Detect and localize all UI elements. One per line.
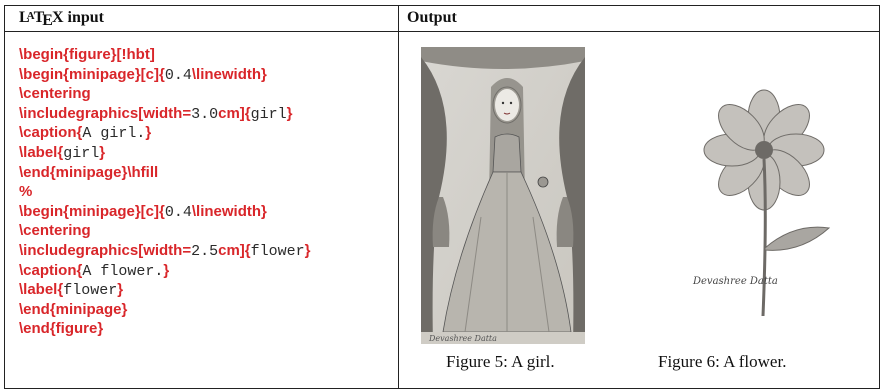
code-line: \end{minipage}\hfill [19, 163, 311, 183]
code-line: % [19, 182, 311, 202]
girl-signature: Devashree Datta [428, 334, 497, 343]
latex-code-block: \begin{figure}[!hbt] \begin{minipage}[c]{… [19, 45, 311, 339]
latex-logo: LATEX [19, 9, 64, 29]
latex-argument: 2.5 [191, 242, 219, 260]
code-line: \begin{minipage}[c]{0.4\linewidth} [19, 65, 311, 85]
latex-command: } [286, 104, 293, 122]
latex-command: \begin{minipage}[c]{ [19, 202, 165, 220]
code-line: \includegraphics[width=2.5cm]{flower} [19, 241, 311, 261]
latex-command: \end{figure} [19, 320, 104, 338]
latex-command: \linewidth} [191, 65, 267, 83]
latex-argument: A girl. [82, 125, 146, 143]
flower-drawing: Devashree Datta [689, 78, 839, 318]
code-line: \begin{figure}[!hbt] [19, 45, 311, 65]
code-line: \caption{A flower.} [19, 261, 311, 281]
latex-command: } [99, 143, 106, 161]
caption-girl: Figure 5: A girl. [446, 352, 555, 371]
latex-command: } [117, 281, 124, 299]
latex-command: % [19, 183, 33, 201]
column-divider [398, 6, 399, 388]
latex-command: \includegraphics[width= [19, 241, 192, 259]
latex-command: \includegraphics[width= [19, 104, 192, 122]
latex-argument: A flower. [82, 262, 164, 280]
latex-argument: flower [250, 242, 305, 260]
code-line: \centering [19, 221, 311, 241]
latex-command: \end{minipage} [19, 300, 128, 318]
latex-argument: 0.4 [164, 203, 192, 221]
latex-example-table: LATEX input Output \begin{figure}[!hbt]\… [4, 5, 880, 389]
code-line: \caption{A girl.} [19, 123, 311, 143]
latex-argument: girl [250, 105, 287, 123]
latex-command: cm]{ [218, 241, 251, 259]
header-divider [5, 31, 879, 32]
code-line: \centering [19, 84, 311, 104]
latex-command: \linewidth} [191, 202, 267, 220]
code-line: \label{flower} [19, 280, 311, 300]
latex-command: } [304, 241, 311, 259]
caption-flower: Figure 6: A flower. [658, 352, 787, 371]
header-latex-input: LATEX input [19, 9, 104, 29]
flower-signature: Devashree Datta [692, 276, 778, 287]
code-line: \label{girl} [19, 143, 311, 163]
header-output: Output [407, 9, 457, 26]
latex-command: \end{minipage}\hfill [19, 163, 159, 181]
latex-command: \label{ [19, 281, 64, 299]
girl-drawing: Devashree Datta [421, 47, 585, 344]
latex-command: \centering [19, 85, 91, 103]
latex-command: \centering [19, 222, 91, 240]
latex-argument: flower [63, 282, 118, 300]
code-line: \end{figure} [19, 319, 311, 339]
code-line: \begin{minipage}[c]{0.4\linewidth} [19, 202, 311, 222]
code-line: \includegraphics[width=3.0cm]{girl} [19, 104, 311, 124]
latex-command: } [145, 124, 152, 142]
latex-argument: girl [63, 144, 100, 162]
latex-argument: 0.4 [164, 66, 192, 84]
latex-command: \begin{minipage}[c]{ [19, 65, 165, 83]
latex-command: \label{ [19, 143, 64, 161]
latex-command: \caption{ [19, 124, 83, 142]
latex-command: \begin{figure}[!hbt] [19, 46, 155, 63]
latex-argument: 3.0 [191, 105, 219, 123]
code-line: \end{minipage} [19, 300, 311, 320]
latex-command: } [163, 261, 170, 279]
latex-command: cm]{ [218, 104, 251, 122]
latex-command: \caption{ [19, 261, 83, 279]
